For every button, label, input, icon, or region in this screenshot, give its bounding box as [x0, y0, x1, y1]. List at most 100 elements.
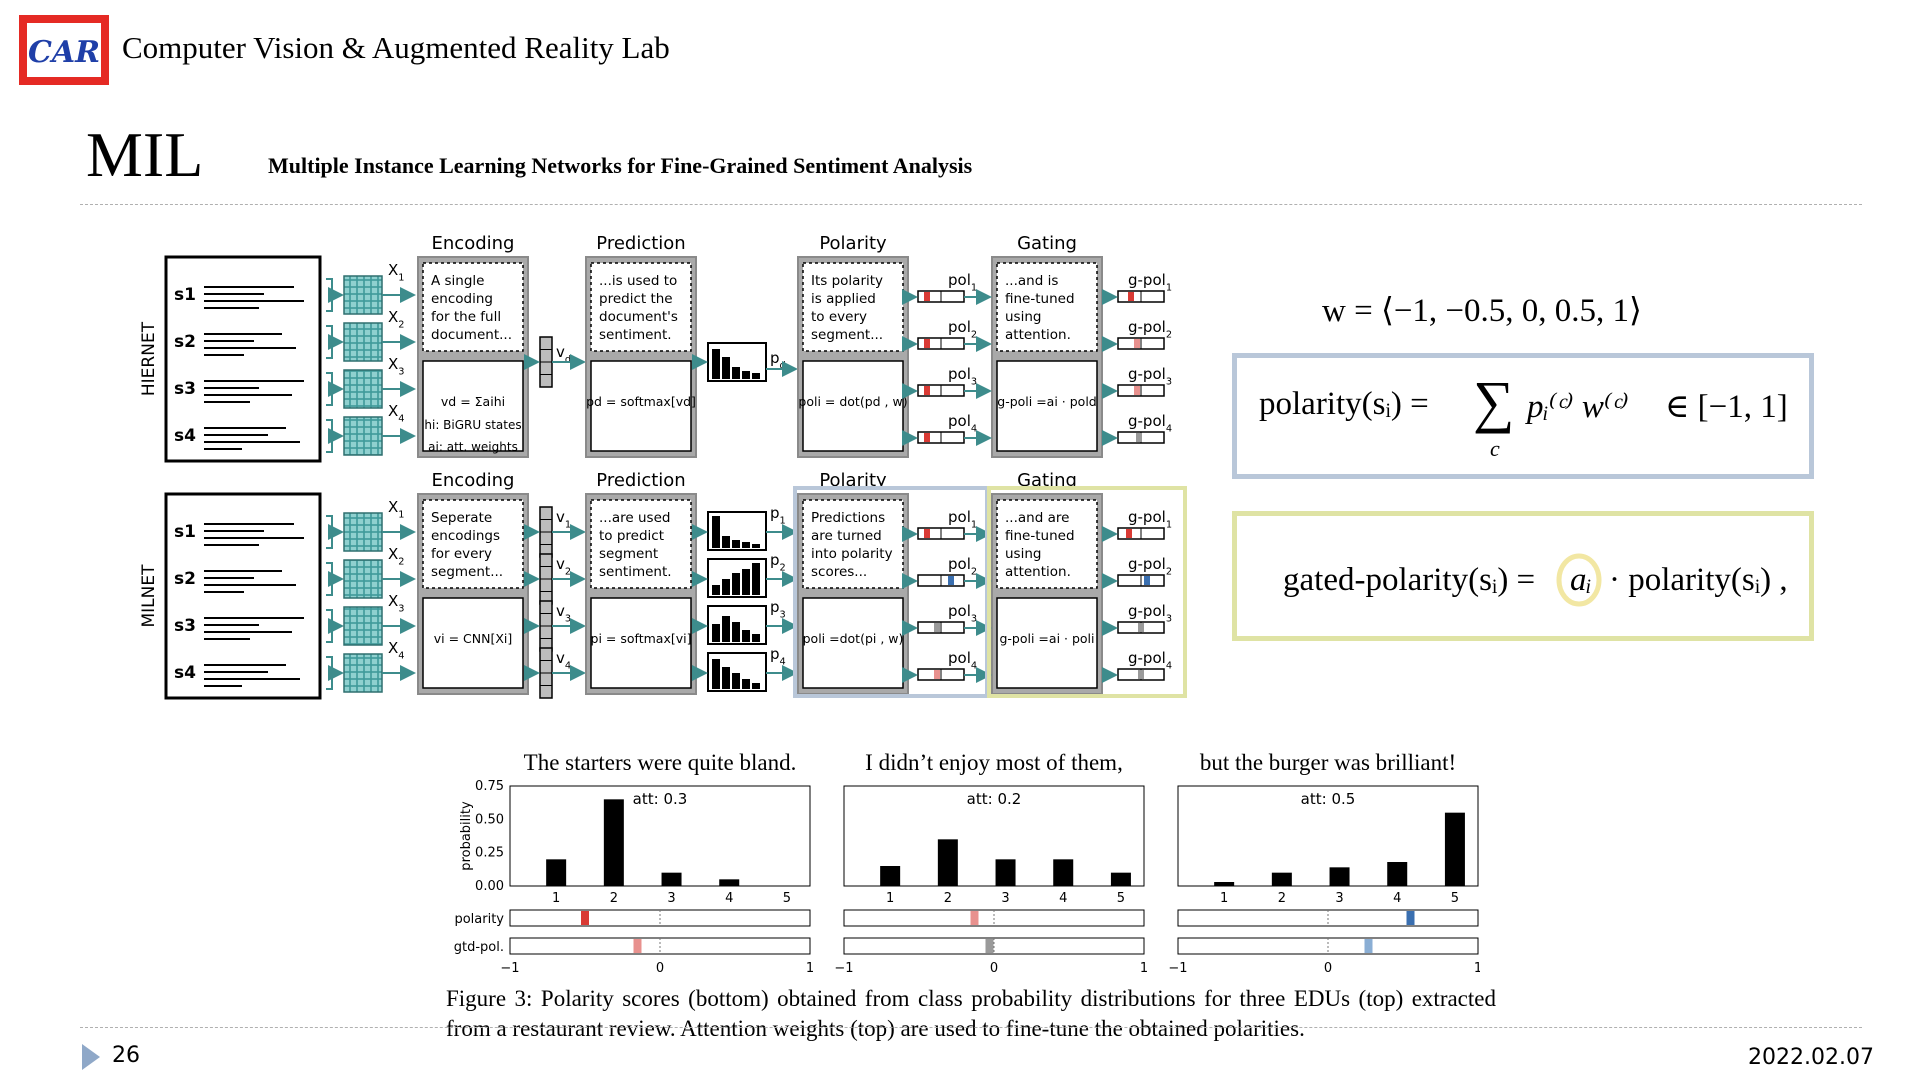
hiernet-polarity-title: Polarity — [819, 233, 887, 254]
x-tick-label: 1 — [552, 891, 560, 906]
histogram-bar — [712, 624, 720, 642]
polarity-bar-marker — [924, 339, 930, 348]
hiernet-gating-formula-box — [996, 360, 1098, 452]
milnet-gating-description-box — [996, 499, 1098, 589]
milnet-encoding-title: Encoding — [432, 470, 515, 491]
hiernet-polarity-formula: poli = dot(pd , w) — [798, 394, 907, 409]
sentence-label: s3 — [174, 379, 196, 399]
milnet-prediction-description-box — [590, 499, 692, 589]
polarity-bar-marker — [1128, 292, 1134, 301]
polarity-bar-marker — [934, 623, 940, 632]
milnet-gating-title: Gating — [1017, 470, 1077, 491]
milnet-gating-formula-box — [996, 597, 1098, 689]
embedding-matrix — [343, 606, 383, 646]
hiernet-polarity-description: Its polarity — [811, 273, 883, 289]
vector-label: vd — [556, 343, 571, 365]
polarity-marker — [1364, 939, 1373, 953]
embedding-matrix — [343, 275, 383, 315]
sentence-label: s1 — [174, 285, 196, 305]
histogram-bar — [752, 634, 760, 642]
pol-label: pol2 — [948, 318, 977, 340]
milnet-prediction-description: ...are used — [599, 510, 670, 526]
x-tick-label: 4 — [1059, 891, 1067, 906]
polarity-bar-marker — [1134, 386, 1140, 395]
polarity-bar-marker — [924, 292, 930, 301]
hiernet-prediction-formula-box — [590, 360, 692, 452]
polarity-bar-marker — [1126, 529, 1132, 538]
x-tick-label: 2 — [944, 891, 952, 906]
attention-highlight-circle — [1556, 553, 1602, 607]
chart-bar — [1271, 872, 1292, 886]
x-label: X3 — [388, 592, 405, 614]
vector-label: v3 — [556, 602, 571, 624]
milnet-encoding-description: Seperate — [431, 510, 492, 526]
hiernet-gating-title: Gating — [1017, 233, 1077, 254]
gpol-label: g-pol4 — [1128, 412, 1172, 434]
histogram-bar — [742, 679, 750, 689]
slide-title: MIL — [86, 119, 204, 190]
milnet-prediction-formula: pi = softmax[vi] — [591, 631, 692, 646]
hiernet-encoding-formula: vd = Σaihi — [441, 394, 505, 409]
sentence-bracket — [326, 515, 333, 549]
pol-label: pol1 — [948, 508, 977, 530]
hiernet-gating-description: attention. — [1005, 327, 1071, 343]
histogram-bar — [742, 569, 750, 595]
milnet-prediction-description: segment — [599, 546, 658, 562]
histogram-bar — [742, 630, 750, 642]
sentence-label: s4 — [174, 426, 196, 446]
svg-text:CAR: CAR — [28, 35, 100, 70]
milnet-prediction-description: sentiment. — [599, 564, 672, 580]
hiernet-gating-description: using — [1005, 309, 1041, 325]
prediction-label: p2 — [770, 551, 786, 573]
x-tick-label: 5 — [783, 891, 791, 906]
strip-tick-label: 1 — [1140, 961, 1148, 976]
polarity-bar-marker — [1136, 433, 1142, 442]
chart-bar — [719, 879, 740, 886]
histogram-bar — [722, 536, 730, 548]
milnet-polarity-description: Predictions — [811, 510, 885, 526]
sentence-bracket — [326, 419, 333, 453]
pol-label: pol3 — [948, 602, 977, 624]
hiernet-prediction-description: predict the — [599, 291, 673, 307]
chart-bar — [1387, 862, 1408, 886]
chart-bar — [880, 866, 901, 886]
strip-tick-label: −1 — [1168, 961, 1187, 976]
x-tick-label: 4 — [725, 891, 733, 906]
x-tick-label: 2 — [1278, 891, 1286, 906]
page-number: 26 — [112, 1043, 140, 1068]
sentence-bracket — [326, 278, 333, 312]
embedding-matrix — [343, 369, 383, 409]
polarity-bar-marker — [1138, 670, 1144, 679]
attention-annotation: att: 0.5 — [1301, 790, 1356, 808]
hiernet-prediction-description: document's — [599, 309, 678, 325]
chart-frame — [1177, 785, 1479, 887]
milnet-prediction-title: Prediction — [596, 470, 685, 491]
hiernet-gating-formula: g-poli =ai · pold — [997, 394, 1096, 409]
sentence-label: s3 — [174, 616, 196, 636]
strip-tick-label: 0 — [656, 961, 664, 976]
x-label: X2 — [388, 545, 405, 567]
hiernet-polarity-description: segment... — [811, 327, 883, 343]
prediction-label: p4 — [770, 645, 786, 667]
x-tick-label: 3 — [1001, 891, 1009, 906]
gpol-label: g-pol1 — [1128, 271, 1172, 293]
sum-index: c — [1490, 436, 1500, 461]
histogram-bar — [742, 371, 750, 379]
chart-title: but the burger was brilliant! — [1200, 750, 1456, 775]
polarity-bar-marker — [1138, 623, 1144, 632]
histogram-bar — [712, 659, 720, 689]
chart-bar — [546, 859, 567, 886]
gating-highlight-frame — [987, 486, 1187, 698]
milnet-polarity-description-box — [802, 499, 904, 589]
gpol-label: g-pol2 — [1128, 555, 1172, 577]
hiernet-encoding-description: document... — [431, 327, 512, 343]
chart-bar — [937, 839, 958, 886]
hiernet-encoding-note: hi: BiGRU states — [424, 418, 521, 432]
polarity-bar-marker — [1134, 339, 1140, 348]
x-label: X1 — [388, 498, 405, 520]
y-axis-label: probability — [459, 801, 474, 871]
milnet-document — [164, 492, 322, 700]
x-tick-label: 2 — [610, 891, 618, 906]
header-divider — [80, 204, 1862, 205]
sentence-bracket — [326, 325, 333, 359]
